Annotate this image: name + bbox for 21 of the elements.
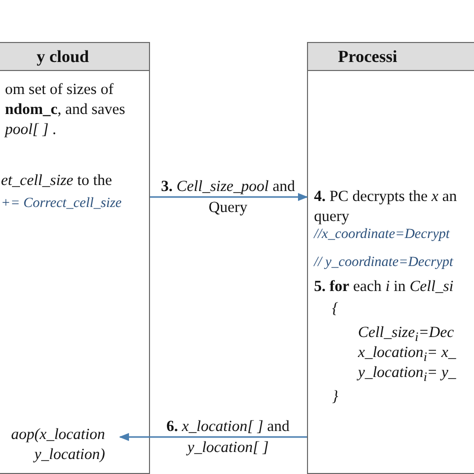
arrow bbox=[119, 433, 307, 441]
edge-label: 6. x_location[ ] and y_location[ ] bbox=[165, 417, 291, 458]
code-comment: //x_coordinate=Decrypt bbox=[314, 226, 450, 244]
code-comment: // y_coordinate=Decrypt bbox=[314, 254, 454, 272]
step-text: 4. PC decrypts the x an query bbox=[314, 187, 458, 227]
code-brace: } bbox=[332, 387, 338, 407]
edge-label: 3. Cell_size_pool and Query bbox=[160, 177, 296, 218]
lane-box bbox=[307, 42, 474, 474]
arrow bbox=[150, 193, 308, 201]
step-text: om set of sizes of ndom_c, and saves pool[ ] . bbox=[5, 80, 126, 140]
lane-header: y cloud bbox=[0, 43, 149, 71]
code-brace: { bbox=[332, 299, 338, 319]
function-call: aop(x_location y_location) bbox=[10, 425, 105, 465]
code-line: x_location$_{i}$= x_ bbox=[358, 343, 456, 366]
code-line: Cell_size$_{i}$=Dec bbox=[358, 323, 454, 346]
code-line: y_location$_{i}$= y_ bbox=[358, 363, 456, 386]
lane-header: Processi bbox=[308, 43, 474, 71]
step-text: et_cell_size to the bbox=[1, 171, 112, 191]
lane-box bbox=[0, 42, 150, 474]
loop-text: 5. for each i in Cell_si bbox=[314, 277, 454, 297]
code-comment: += Correct_cell_size bbox=[1, 195, 122, 213]
